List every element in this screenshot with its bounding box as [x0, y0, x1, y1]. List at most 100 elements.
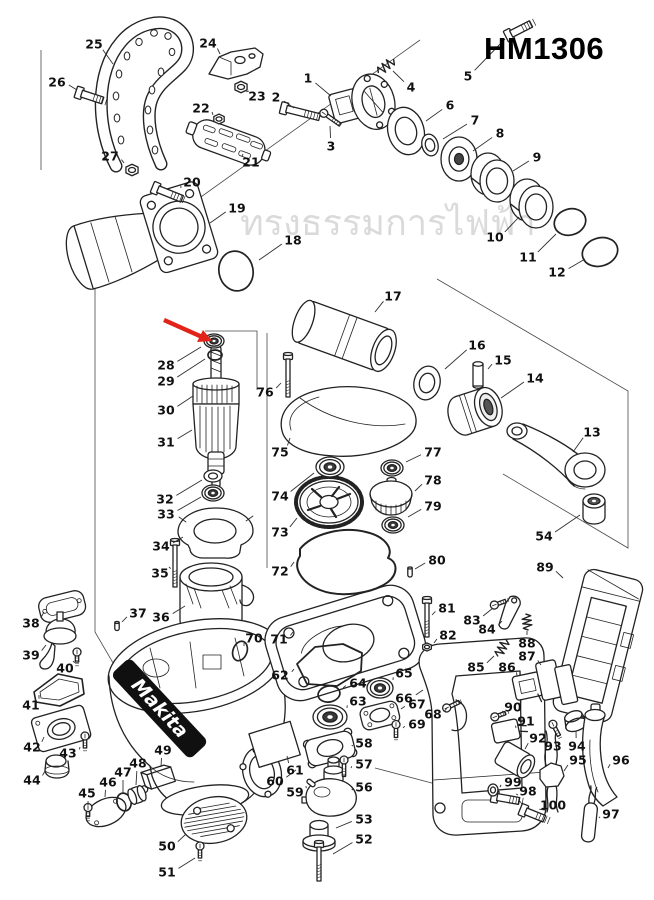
leader-line-44 — [42, 770, 46, 776]
leader-line-26 — [68, 84, 78, 91]
leader-line-24 — [217, 48, 221, 55]
part-label-30: 30 — [157, 403, 175, 418]
part-label-11: 11 — [519, 250, 536, 265]
red-arrow-shaft — [163, 317, 202, 339]
leader-line-58 — [351, 744, 354, 747]
part-label-74: 74 — [271, 489, 289, 504]
strap-bracket-24 — [208, 47, 264, 80]
part-label-6: 6 — [446, 98, 455, 113]
bearing-74 — [315, 456, 345, 478]
part-label-13: 13 — [583, 425, 600, 440]
screw-93 — [548, 719, 562, 739]
part-label-62: 62 — [271, 668, 288, 683]
leader-line-29 — [176, 358, 206, 378]
screw-43 — [80, 731, 90, 752]
part-label-7: 7 — [471, 113, 480, 128]
part-label-22: 22 — [192, 101, 209, 116]
cover-plate-46 — [85, 796, 127, 828]
bearing-plate-42 — [30, 704, 92, 753]
bearing-63 — [312, 704, 348, 730]
power-cord-97 — [580, 785, 599, 843]
leader-line-85 — [486, 655, 495, 664]
part-label-39: 39 — [22, 648, 39, 663]
part-label-75: 75 — [271, 445, 288, 460]
leader-line-69 — [402, 725, 406, 729]
screw-51 — [195, 841, 205, 862]
leader-line-12 — [568, 258, 586, 270]
leader-line-11 — [537, 233, 557, 253]
washer-32 — [203, 469, 223, 483]
leader-line-54 — [554, 514, 581, 533]
leader-line-17 — [374, 301, 384, 313]
pin-80 — [407, 566, 413, 578]
part-label-87: 87 — [518, 649, 535, 664]
part-label-80: 80 — [428, 553, 446, 568]
ring-16 — [413, 365, 441, 401]
part-label-96: 96 — [612, 753, 630, 768]
red-arrow-head — [197, 330, 212, 342]
oil-seal-plate-67 — [359, 700, 401, 731]
leader-line-99 — [499, 784, 502, 788]
part-label-43: 43 — [59, 746, 76, 761]
leader-line-57 — [350, 766, 353, 769]
part-label-84: 84 — [478, 622, 496, 637]
part-label-2: 2 — [272, 90, 281, 105]
part-label-63: 63 — [349, 694, 366, 709]
part-label-89: 89 — [536, 560, 553, 575]
part-label-38: 38 — [22, 616, 39, 631]
part-label-69: 69 — [408, 717, 425, 732]
leader-line-37 — [121, 616, 128, 623]
part-label-97: 97 — [602, 807, 619, 822]
bolt-20 — [149, 180, 186, 204]
bolt-35 — [169, 537, 181, 588]
leader-line-61 — [286, 755, 290, 764]
part-label-16: 16 — [468, 338, 486, 353]
leader-line-31 — [177, 429, 193, 440]
part-label-79: 79 — [424, 499, 441, 514]
cord-grommet-95 — [539, 727, 565, 813]
leader-line-67 — [400, 706, 406, 710]
leader-line-48 — [135, 770, 138, 786]
leader-line-32 — [176, 479, 203, 496]
leader-line-36 — [172, 605, 186, 615]
part-label-93: 93 — [544, 739, 561, 754]
leader-line-79 — [407, 508, 422, 518]
connecting-rod-13 — [506, 422, 606, 490]
leader-line-5 — [474, 38, 506, 71]
part-label-44: 44 — [23, 773, 41, 788]
part-label-95: 95 — [569, 753, 586, 768]
leader-line-92 — [524, 742, 529, 750]
motor-housing: Makita — [107, 618, 288, 816]
part-label-27: 27 — [101, 149, 118, 164]
leader-line-15 — [487, 363, 493, 370]
fan-baffle-34 — [177, 507, 254, 559]
spur-gear-73 — [294, 475, 364, 529]
leader-line-33 — [177, 496, 202, 511]
part-label-94: 94 — [568, 739, 586, 754]
leader-line-6 — [425, 109, 443, 122]
leader-line-28 — [177, 346, 202, 362]
leader-line-87 — [537, 660, 542, 666]
leader-line-74 — [290, 472, 315, 492]
leader-line-27 — [121, 159, 125, 164]
part-label-91: 91 — [517, 714, 534, 729]
part-label-56: 56 — [355, 780, 373, 795]
part-label-61: 61 — [286, 763, 303, 778]
part-label-32: 32 — [156, 492, 173, 507]
leader-line-60 — [286, 769, 297, 778]
spindle-flange-1 — [328, 73, 396, 130]
part-label-50: 50 — [158, 839, 176, 854]
spring-85 — [494, 639, 510, 657]
leader-line-77 — [405, 454, 422, 463]
leader-line-1 — [315, 82, 332, 97]
part-label-66: 66 — [395, 691, 413, 706]
nut-27 — [125, 163, 139, 177]
leader-line-95 — [563, 764, 569, 772]
part-label-57: 57 — [355, 757, 372, 772]
piston-14 — [447, 386, 503, 436]
leader-line-2 — [283, 100, 295, 109]
part-label-58: 58 — [355, 736, 372, 751]
part-label-12: 12 — [548, 265, 565, 280]
needle-bearing-54 — [582, 493, 606, 525]
